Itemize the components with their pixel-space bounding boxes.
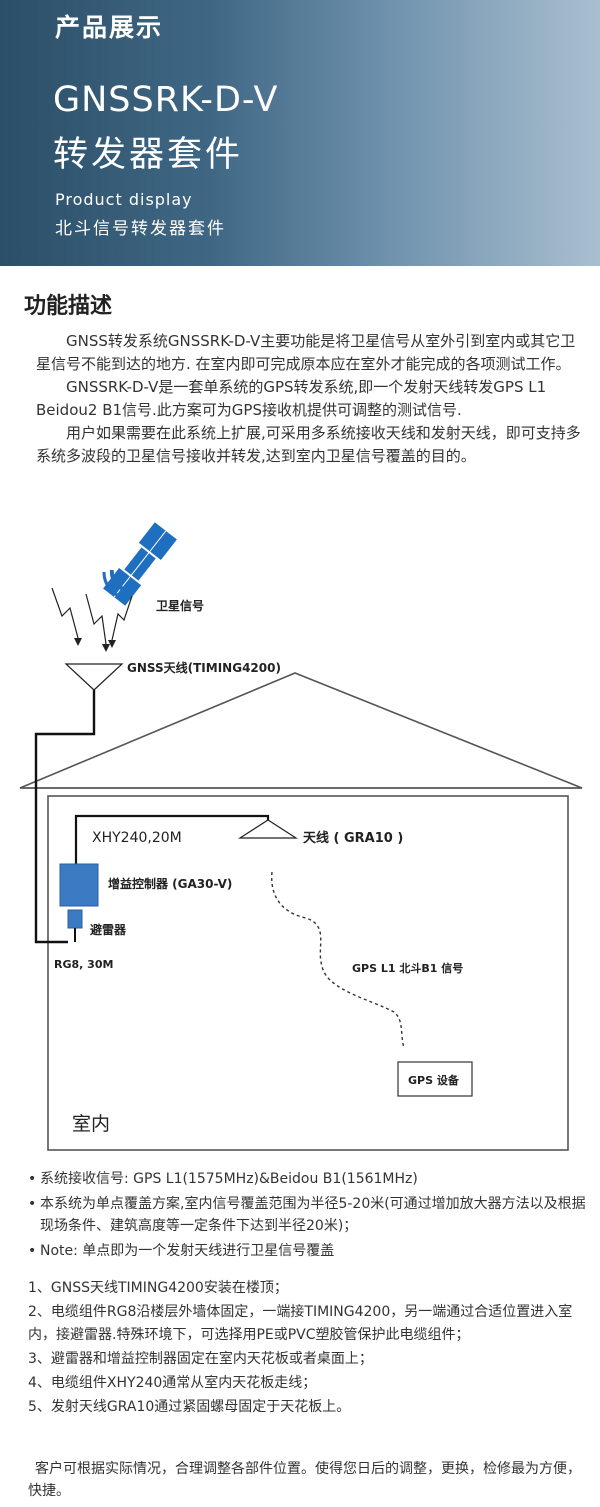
header-tag: 产品展示 xyxy=(55,13,164,42)
cable-label: XHY240,20M xyxy=(92,830,182,846)
subtitle-chinese: 北斗信号转发器套件 xyxy=(55,219,226,239)
gps-signal-label: GPS L1 北斗B1 信号 xyxy=(352,961,463,975)
installation-diagram: 卫星信号 GNSS天线(TIMING4200) XHY240,20M 天线 ( … xyxy=(19,522,583,1151)
lightning-arrester-icon xyxy=(67,909,83,929)
subtitle-english: Product display xyxy=(55,190,193,209)
gps-device-icon xyxy=(397,1061,473,1097)
gps-device-label: GPS 设备 xyxy=(408,1073,460,1087)
rg8-cable-label: RG8, 30M xyxy=(54,958,113,971)
gain-controller-icon xyxy=(59,863,99,907)
indoor-antenna-icon xyxy=(237,819,299,839)
installation-steps: 1、GNSS天线TIMING4200安装在楼顶； 2、电缆组件RG8沿楼层外墙体… xyxy=(28,1277,593,1420)
feature-bullet: 系统接收信号: GPS L1(1575MHz)&Beidou B1(1561MH… xyxy=(28,1168,593,1190)
indoor-antenna-label: 天线 ( GRA10 ) xyxy=(303,830,403,846)
gain-controller-label: 增益控制器 (GA30-V) xyxy=(108,876,232,891)
product-name-title: 转发器套件 xyxy=(53,135,244,175)
description-paragraph: 用户如果需要在此系统上扩展,可采用多系统接收天线和发射天线，即可支持多系统多波段… xyxy=(36,424,581,465)
install-step: 2、电缆组件RG8沿楼层外墙体固定，一端接TIMING4200，另一端通过合适位… xyxy=(28,1304,573,1343)
satellite-icon xyxy=(102,522,177,606)
lightning-arrester-label: 避雷器 xyxy=(90,922,127,937)
header-banner: 产品展示 GNSSRK-D-V 转发器套件 Product display 北斗… xyxy=(0,0,600,266)
indoor-label: 室内 xyxy=(72,1113,110,1135)
install-step: 5、发射天线GRA10通过紧固螺母固定于天花板上。 xyxy=(28,1399,351,1415)
feature-bullet: 本系统为单点覆盖方案,室内信号覆盖范围为半径5-20米(可通过增加放大器方法以及… xyxy=(28,1193,593,1237)
install-step: 4、电缆组件XHY240通常从室内天花板走线； xyxy=(28,1375,317,1391)
satellite-signal-label: 卫星信号 xyxy=(156,598,204,613)
feature-bullet: Note: 单点即为一个发射天线进行卫星信号覆盖 xyxy=(28,1240,593,1262)
system-features: 系统接收信号: GPS L1(1575MHz)&Beidou B1(1561MH… xyxy=(28,1168,593,1265)
house-walls xyxy=(47,795,569,1151)
house-roof xyxy=(19,672,583,789)
description-paragraph: GNSSRK-D-V是一套单系统的GPS转发系统,即一个发射天线转发GPS L1… xyxy=(36,378,547,419)
install-step: 1、GNSS天线TIMING4200安装在楼顶； xyxy=(28,1280,288,1296)
install-step: 3、避雷器和增益控制器固定在室内天花板或者桌面上； xyxy=(28,1351,373,1367)
gnss-antenna-label: GNSS天线(TIMING4200) xyxy=(127,660,281,675)
gnss-antenna-icon xyxy=(64,663,124,691)
description-paragraph: GNSS转发系统GNSSRK-D-V主要功能是将卫星信号从室外引到室内或其它卫星… xyxy=(36,332,576,373)
product-model-title: GNSSRK-D-V xyxy=(53,80,279,120)
function-description: GNSS转发系统GNSSRK-D-V主要功能是将卫星信号从室外引到室内或其它卫星… xyxy=(36,330,584,468)
signal-wave-icon xyxy=(51,587,133,645)
rg8-cable xyxy=(34,690,96,944)
section-title: 功能描述 xyxy=(24,294,113,319)
signal-arrowheads xyxy=(74,638,116,652)
customer-note: 客户可根据实际情况，合理调整各部件位置。使得您日后的调整，更换，检修最为方便，快… xyxy=(28,1461,581,1499)
